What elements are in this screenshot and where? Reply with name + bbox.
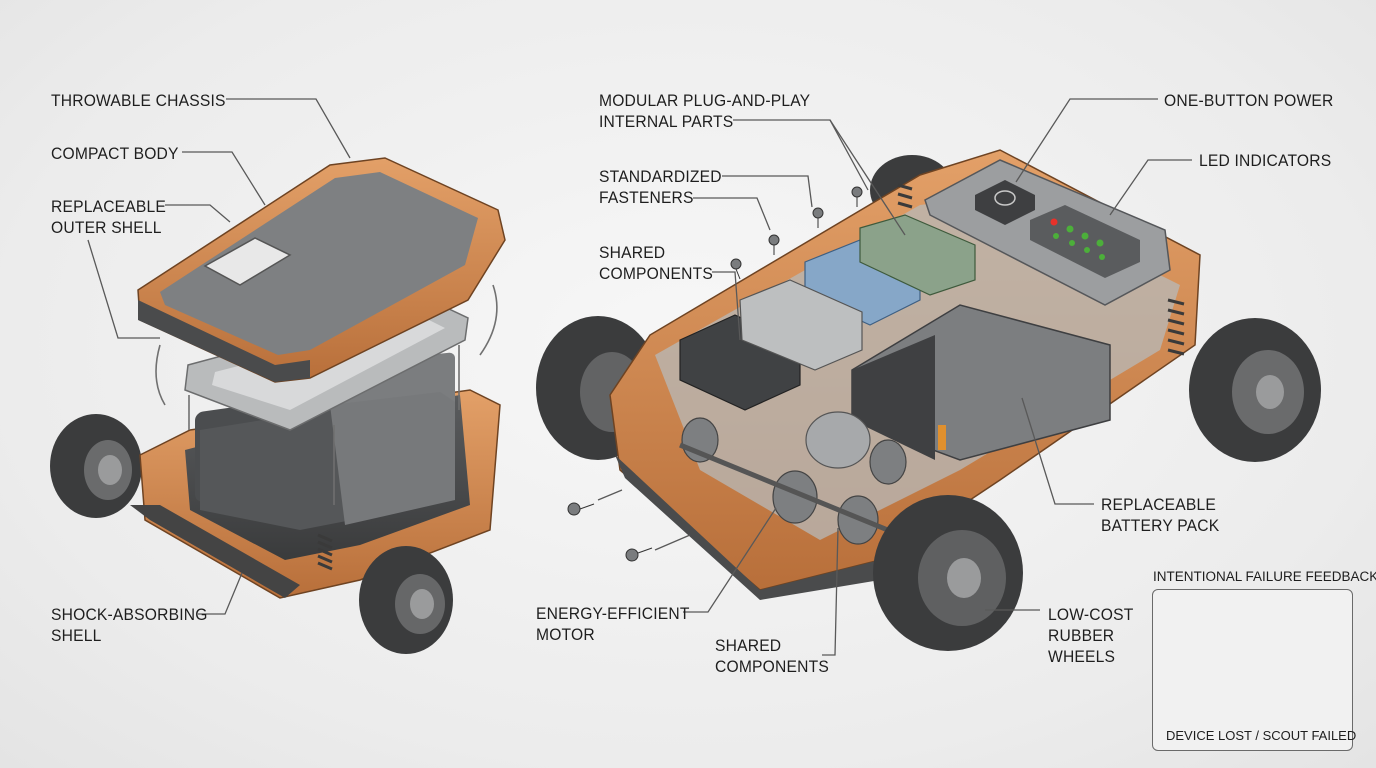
label-shock-absorbing-shell: SHOCK-ABSORBING SHELL xyxy=(51,604,208,646)
label-energy-efficient-motor: ENERGY-EFFICIENT MOTOR xyxy=(536,603,690,645)
right-wheel-back xyxy=(1189,318,1321,462)
label-line: WHEELS xyxy=(1048,647,1116,666)
label-line: COMPONENTS xyxy=(715,657,829,676)
label-shared-components-top: SHARED COMPONENTS xyxy=(599,242,713,284)
label-line: LOW-COST xyxy=(1048,605,1134,624)
main-robot xyxy=(536,149,1321,651)
label-led-indicators: LED INDICATORS xyxy=(1199,151,1332,170)
compute-modules xyxy=(679,279,863,411)
battery-pack xyxy=(851,304,1111,461)
label-line: SHARED xyxy=(715,636,782,655)
label-line: OUTER SHELL xyxy=(51,218,162,237)
left-front-wheel xyxy=(359,546,453,654)
label-line: FASTENERS xyxy=(599,188,694,207)
power-button[interactable] xyxy=(975,180,1035,225)
label-throwable-chassis: THROWABLE CHASSIS xyxy=(51,91,226,110)
label-compact-body: COMPACT BODY xyxy=(51,144,179,163)
left-exploded-robot xyxy=(50,157,506,654)
left-spring xyxy=(317,533,333,571)
label-line: RUBBER xyxy=(1048,626,1115,645)
left-rear-wheel xyxy=(50,414,142,518)
label-replaceable-outer-shell: REPLACEABLE OUTER SHELL xyxy=(51,196,166,238)
label-line: ENERGY-EFFICIENT xyxy=(536,604,690,623)
label-one-button-power: ONE-BUTTON POWER xyxy=(1164,91,1334,110)
label-line: SHARED xyxy=(599,243,666,262)
label-line: MOTOR xyxy=(536,625,595,644)
motor-gears xyxy=(679,411,907,545)
label-replaceable-battery-pack: REPLACEABLE BATTERY PACK xyxy=(1101,494,1219,536)
label-low-cost-rubber-wheels: LOW-COST RUBBER WHEELS xyxy=(1048,604,1133,667)
label-line: REPLACEABLE xyxy=(1101,495,1217,514)
failure-feedback-inset xyxy=(1152,589,1353,751)
label-line: BATTERY PACK xyxy=(1101,516,1220,535)
control-module xyxy=(924,159,1171,306)
inset-title: INTENTIONAL FAILURE FEEDBACK xyxy=(1153,569,1376,584)
main-springs xyxy=(897,183,1185,356)
label-line: SHELL xyxy=(51,626,102,645)
led-indicators xyxy=(1050,218,1105,260)
inset-caption: DEVICE LOST / SCOUT FAILED xyxy=(1166,728,1357,743)
label-line: COMPONENTS xyxy=(599,264,713,283)
label-standardized-fasteners: STANDARDIZED FASTENERS xyxy=(599,166,722,208)
leader-lines xyxy=(87,98,1192,656)
label-shared-components-bottom: SHARED COMPONENTS xyxy=(715,635,829,677)
assembly-arrows xyxy=(155,284,498,505)
label-modular-parts: MODULAR PLUG-AND-PLAY INTERNAL PARTS xyxy=(599,90,810,132)
label-line: MODULAR PLUG-AND-PLAY xyxy=(599,91,811,110)
label-line: SHOCK-ABSORBING xyxy=(51,605,208,624)
front-right-wheel xyxy=(873,495,1023,651)
fasteners xyxy=(567,186,863,562)
label-line: STANDARDIZED xyxy=(599,167,722,186)
top-outer-shell xyxy=(137,157,506,383)
label-line: REPLACEABLE xyxy=(51,197,167,216)
label-line: INTERNAL PARTS xyxy=(599,112,734,131)
